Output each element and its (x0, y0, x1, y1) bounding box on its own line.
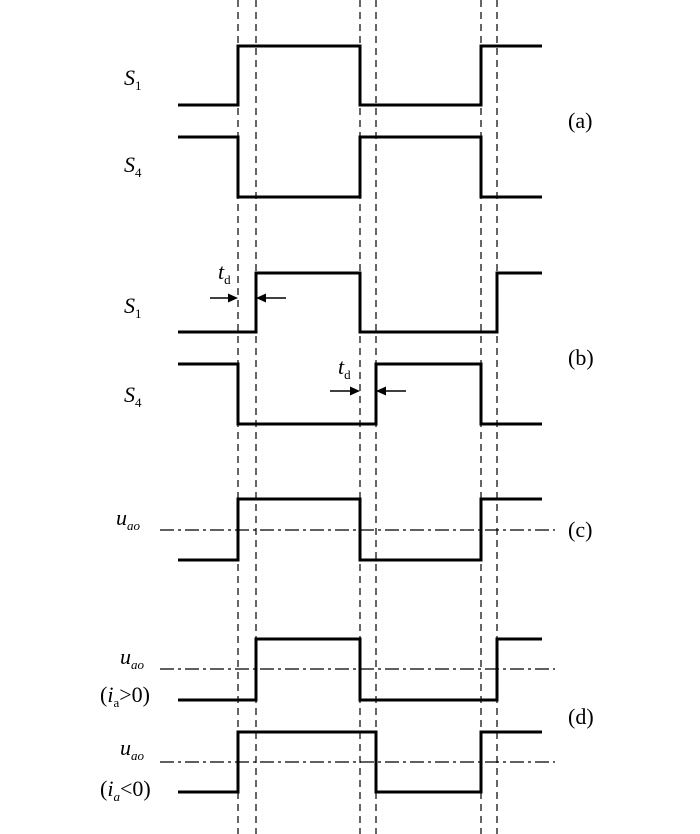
deadtime-marker-2 (330, 386, 406, 396)
arrowhead (256, 293, 266, 303)
arrowhead (350, 386, 360, 396)
label-ia-pos: (ia>0) (100, 682, 150, 710)
label-td-1: td (218, 259, 231, 287)
arrowhead (376, 386, 386, 396)
label-s4-b: S4 (124, 382, 142, 410)
label-s4-a: S4 (124, 152, 142, 180)
deadtime-marker-1 (210, 293, 286, 303)
label-s1-a: S1 (124, 65, 142, 93)
s1-waveform-b (178, 271, 542, 334)
panel-tag-a: (a) (568, 108, 592, 133)
panel-tag-d: (d) (568, 704, 594, 729)
label-ia-neg: (ia<0) (100, 776, 151, 804)
uao-waveform-c (178, 497, 542, 562)
label-s1-b: S1 (124, 293, 142, 321)
uao-waveform-d-neg (178, 730, 542, 794)
label-uao-d-pos: uao (120, 644, 145, 672)
s4-waveform-a (178, 135, 542, 199)
uao-waveform-d-pos (178, 637, 542, 702)
label-uao-c: uao (116, 505, 141, 533)
s1-waveform-a (178, 44, 542, 107)
timing-guides (237, 0, 498, 834)
panel-tag-b: (b) (568, 345, 594, 370)
arrowhead (228, 293, 238, 303)
s4-waveform-b (178, 362, 542, 426)
waveforms (178, 44, 542, 794)
label-uao-d-neg: uao (120, 735, 145, 763)
panel-tag-c: (c) (568, 517, 592, 542)
reference-lines (160, 529, 555, 763)
label-td-2: td (338, 354, 351, 382)
